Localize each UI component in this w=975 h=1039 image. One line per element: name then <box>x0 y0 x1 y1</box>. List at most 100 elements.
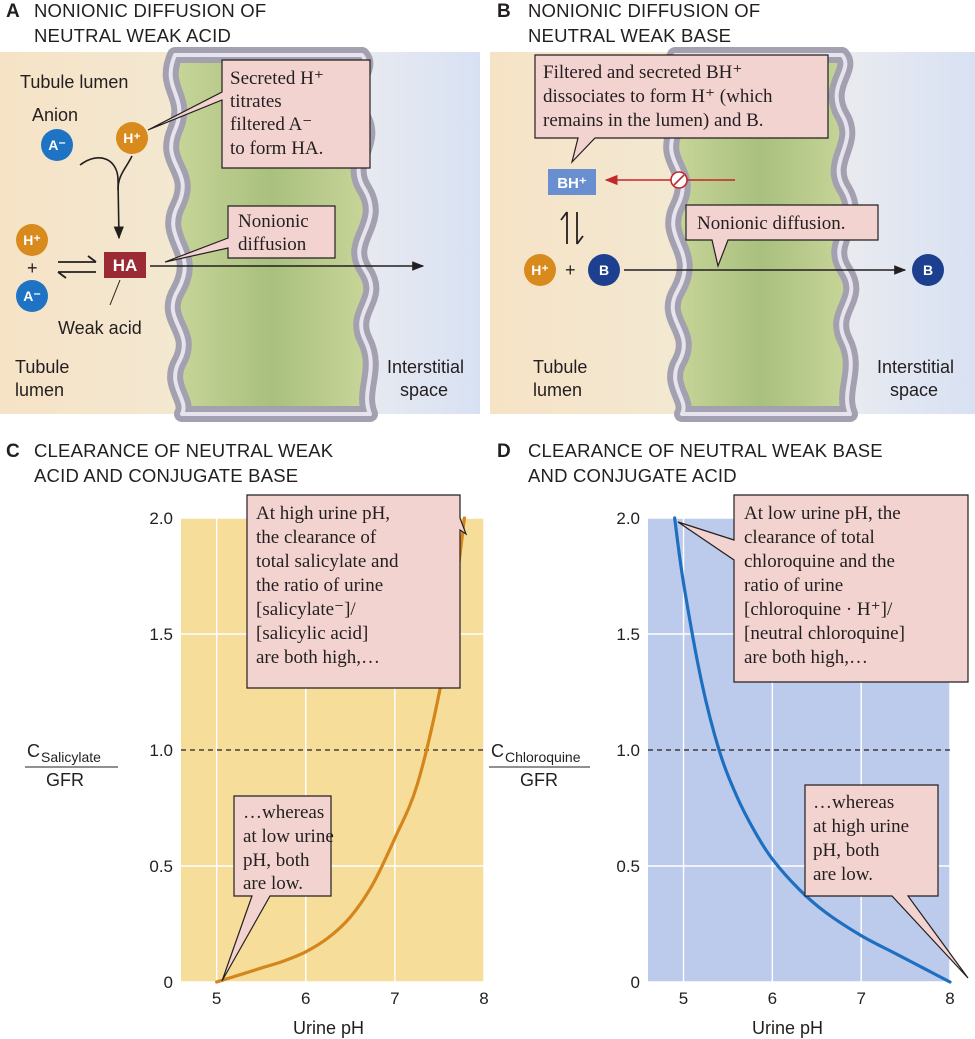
interstitial-b-2: space <box>890 380 938 400</box>
h-plus-icon-b: H⁺ <box>524 254 556 286</box>
ha-box: HA <box>104 252 146 278</box>
svg-text:at high urine: at high urine <box>813 816 909 837</box>
tubule-lumen-bottom-1: Tubule <box>15 357 69 377</box>
x-tick-label: 6 <box>301 989 310 1008</box>
svg-text:pH, both: pH, both <box>813 840 880 861</box>
x-tick-label: 5 <box>679 989 688 1008</box>
y-tick-label: 0 <box>164 973 173 992</box>
panel-a: A NONIONIC DIFFUSION OF NEUTRAL WEAK ACI… <box>0 0 480 422</box>
tubule-lumen-b-1: Tubule <box>533 357 587 377</box>
svg-text:Nonionic diffusion.: Nonionic diffusion. <box>697 213 845 234</box>
panel-d: D CLEARANCE OF NEUTRAL WEAK BASE AND CON… <box>489 440 969 1038</box>
x-tick-label: 7 <box>856 989 865 1008</box>
svg-text:Nonionic: Nonionic <box>238 211 309 232</box>
h-plus-icon: H⁺ <box>116 122 148 154</box>
blocked-arrow <box>604 171 735 189</box>
panel-d-title-2: AND CONJUGATE ACID <box>528 465 737 486</box>
svg-text:total salicylate and: total salicylate and <box>256 551 399 572</box>
svg-text:Salicylate: Salicylate <box>41 749 101 765</box>
callout-nonionic-b: Nonionic diffusion. <box>685 204 879 269</box>
svg-text:H⁺: H⁺ <box>123 130 141 146</box>
svg-text:H⁺: H⁺ <box>23 232 41 248</box>
ylabel-c: C Salicylate GFR <box>25 741 118 790</box>
panel-b-title-2: NEUTRAL WEAK BASE <box>528 25 731 46</box>
callout-secreted-h: Secreted H⁺ titrates filtered A⁻ to form… <box>147 59 371 169</box>
svg-text:dissociates to form H⁺ (which: dissociates to form H⁺ (which <box>543 86 773 107</box>
svg-text:are both high,…: are both high,… <box>256 647 380 668</box>
tubule-lumen-bottom-2: lumen <box>15 380 64 400</box>
svg-text:titrates: titrates <box>230 91 282 112</box>
svg-text:Secreted H⁺: Secreted H⁺ <box>230 68 324 89</box>
weak-acid-pointer <box>109 279 121 306</box>
plus-sign-b: + <box>565 260 576 280</box>
plus-sign: + <box>27 258 38 278</box>
svg-text:H⁺: H⁺ <box>531 262 549 278</box>
y-tick-label: 1.5 <box>616 625 640 644</box>
x-tick-label: 8 <box>945 989 954 1008</box>
svg-text:diffusion: diffusion <box>238 234 307 255</box>
anion-label: Anion <box>32 105 78 125</box>
weak-acid-label: Weak acid <box>58 318 142 338</box>
h-plus-icon-left: H⁺ <box>16 224 48 256</box>
svg-text:C: C <box>491 741 504 761</box>
y-tick-label: 0 <box>631 973 640 992</box>
svg-text:filtered A⁻: filtered A⁻ <box>230 114 312 135</box>
callout-high-ph-c: At high urine pH, the clearance of total… <box>246 494 468 689</box>
b-icon: B <box>588 254 620 286</box>
svg-text:…whereas: …whereas <box>813 792 894 813</box>
panel-c-letter: C <box>6 441 20 462</box>
xlabel-d: Urine pH <box>752 1018 823 1038</box>
svg-text:chloroquine and the: chloroquine and the <box>744 551 895 572</box>
panel-b-title-1: NONIONIC DIFFUSION OF <box>528 0 760 21</box>
x-tick-label: 8 <box>479 989 488 1008</box>
x-tick-label: 7 <box>390 989 399 1008</box>
svg-text:are both high,…: are both high,… <box>744 647 868 668</box>
xlabel-c: Urine pH <box>293 1018 364 1038</box>
tubule-lumen-top-label: Tubule lumen <box>20 72 128 92</box>
panel-b: B NONIONIC DIFFUSION OF NEUTRAL WEAK BAS… <box>490 0 975 422</box>
y-tick-label: 0.5 <box>616 857 640 876</box>
svg-text:pH, both: pH, both <box>243 850 310 871</box>
svg-text:[salicylate⁻]/: [salicylate⁻]/ <box>256 599 356 620</box>
panel-d-title-1: CLEARANCE OF NEUTRAL WEAK BASE <box>528 440 883 461</box>
titration-arrow <box>79 156 124 240</box>
interstitial-a-2: space <box>400 380 448 400</box>
y-tick-label: 1.5 <box>149 625 173 644</box>
svg-text:At low urine pH, the: At low urine pH, the <box>744 503 901 524</box>
equilibrium-arrows-b <box>560 211 584 245</box>
svg-text:HA: HA <box>113 256 138 275</box>
a-minus-icon: A⁻ <box>41 129 73 161</box>
panel-a-letter: A <box>6 1 20 22</box>
panel-c: C CLEARANCE OF NEUTRAL WEAK ACID AND CON… <box>6 440 489 1038</box>
svg-text:at low urine: at low urine <box>243 826 334 847</box>
panel-a-title-1: NONIONIC DIFFUSION OF <box>34 0 266 21</box>
panel-d-letter: D <box>497 441 511 462</box>
svg-text:[neutral chloroquine]: [neutral chloroquine] <box>744 623 905 644</box>
svg-text:[chloroquine · H⁺]/: [chloroquine · H⁺]/ <box>744 599 893 620</box>
b-icon-interstitial: B <box>912 254 944 286</box>
svg-text:B: B <box>599 262 609 278</box>
svg-text:A⁻: A⁻ <box>48 137 66 153</box>
callout-nonionic-a: Nonionic diffusion <box>164 205 336 263</box>
y-tick-label: 2.0 <box>149 509 173 528</box>
svg-text:are low.: are low. <box>243 873 303 894</box>
svg-text:BH⁺: BH⁺ <box>557 175 587 192</box>
svg-text:B: B <box>923 262 933 278</box>
tubule-lumen-b-2: lumen <box>533 380 582 400</box>
y-tick-label: 1.0 <box>149 741 173 760</box>
interstitial-a-1: Interstitial <box>387 357 464 377</box>
ylabel-d: C Chloroquine GFR <box>489 741 590 790</box>
svg-text:the clearance of: the clearance of <box>256 527 377 548</box>
y-tick-label: 0.5 <box>149 857 173 876</box>
svg-text:A⁻: A⁻ <box>23 288 41 304</box>
callout-low-ph-d: At low urine pH, the clearance of total … <box>677 494 969 683</box>
equilibrium-arrows-a <box>57 255 97 279</box>
bh-plus-box: BH⁺ <box>548 169 596 195</box>
svg-text:C: C <box>27 741 40 761</box>
panel-c-title-1: CLEARANCE OF NEUTRAL WEAK <box>34 440 334 461</box>
svg-text:GFR: GFR <box>46 770 84 790</box>
svg-text:At high urine pH,: At high urine pH, <box>256 503 390 524</box>
svg-text:GFR: GFR <box>520 770 558 790</box>
panel-b-letter: B <box>497 1 511 22</box>
